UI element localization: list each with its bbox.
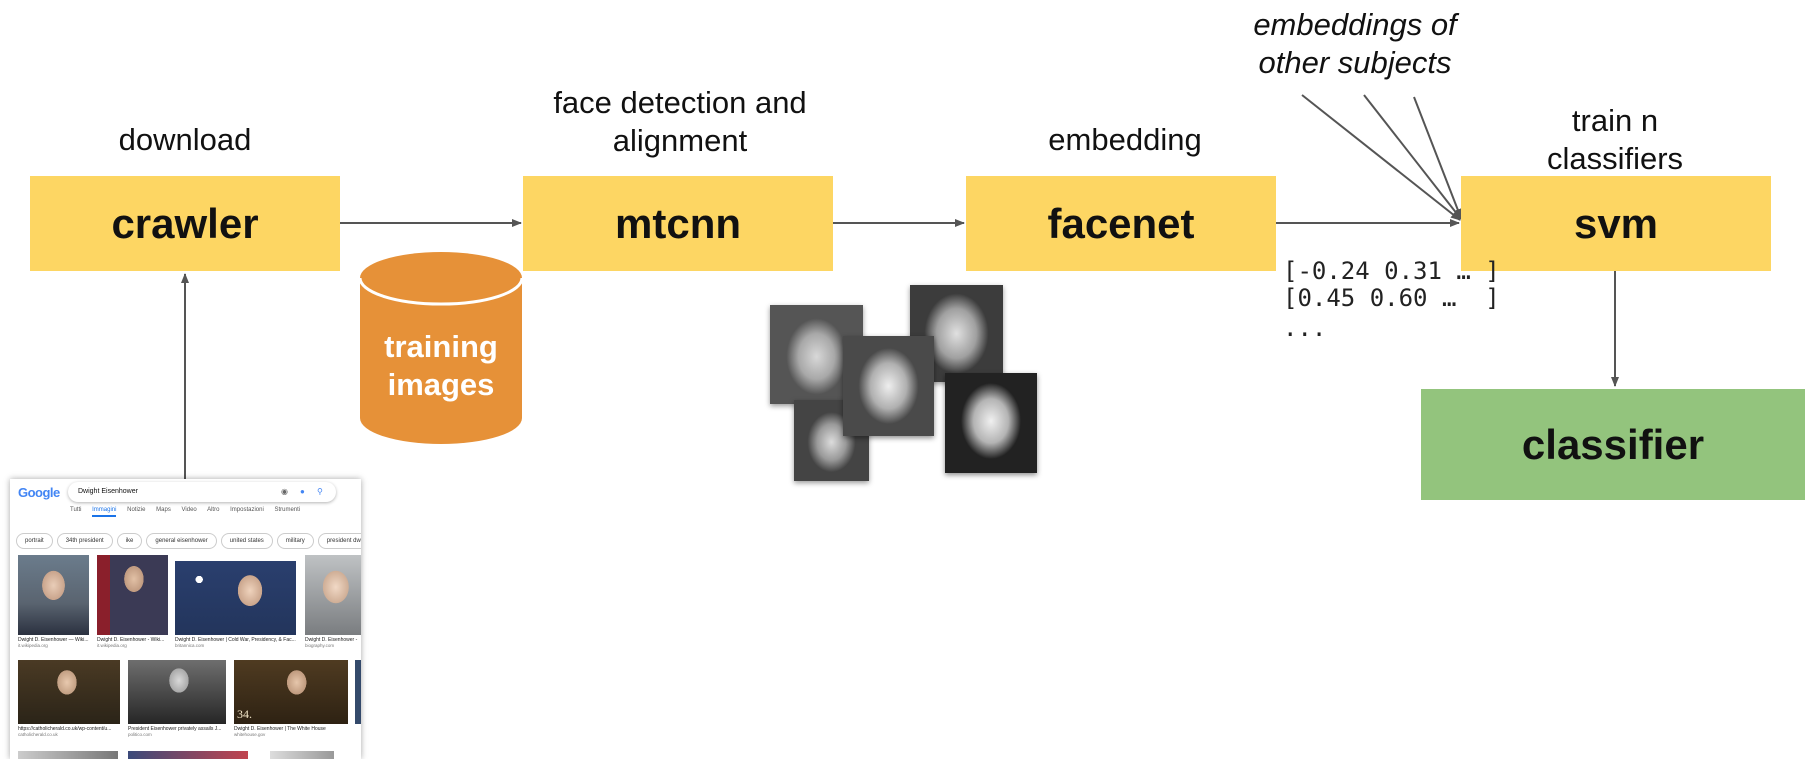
database-label-line1: training (384, 329, 498, 364)
facenet-box: facenet (966, 176, 1276, 271)
chip-portrait[interactable]: portrait (16, 533, 53, 549)
microphone-icon[interactable]: ● (300, 487, 305, 496)
camera-icon[interactable]: ◉ (281, 487, 288, 496)
tab-maps[interactable]: Maps (156, 507, 171, 513)
label-download: download (118, 122, 252, 157)
search-tabs: Tutti Immagini Notizie Maps Video Altro … (70, 507, 309, 517)
chip-34th-president[interactable]: 34th president (56, 533, 113, 549)
tab-impostazioni[interactable]: Impostazioni (230, 507, 264, 513)
photo-number: 34. (237, 707, 252, 721)
database-label-line2: images (387, 367, 495, 402)
arrow-other-embedding-1 (1301, 94, 1461, 221)
label-face-detection: face detection and alignment (520, 84, 840, 160)
classifier-box: classifier (1421, 389, 1805, 500)
label-face-detection-line2: alignment (612, 123, 748, 158)
arrow-other-embedding-3 (1413, 96, 1462, 219)
chip-ike[interactable]: ike (116, 533, 143, 549)
embedding-vector-1: [-0.24 0.31 … ] (1283, 257, 1500, 285)
result-image-1[interactable] (18, 555, 89, 635)
label-train-line2: classifiers (1546, 141, 1684, 176)
result-caption-5: https://catholicherald.co.uk/wp-content/… (18, 726, 112, 737)
result-caption-6: President Eisenhower privately assails J… (128, 726, 222, 737)
search-query: Dwight Eisenhower (78, 488, 138, 495)
result-image-11[interactable] (270, 751, 334, 759)
search-icon[interactable]: ⚲ (317, 487, 323, 496)
database-label: training images (360, 328, 522, 404)
tab-altro[interactable]: Altro (207, 507, 220, 513)
chip-united-states[interactable]: united states (220, 533, 273, 549)
training-images-database (358, 252, 524, 444)
google-images-screenshot: Google Dwight Eisenhower ◉ ● ⚲ Tutti Imm… (10, 479, 361, 759)
face-crop-4 (843, 336, 934, 436)
result-caption-1: Dwight D. Eisenhower — Wiki...it.wikiped… (18, 637, 89, 648)
result-image-6[interactable] (128, 660, 226, 724)
label-other-embeddings: embeddings of other subjects (1220, 6, 1490, 82)
crawler-box: crawler (30, 176, 340, 271)
face-crop-5 (945, 373, 1037, 473)
search-input[interactable]: Dwight Eisenhower ◉ ● ⚲ (68, 482, 336, 502)
google-logo-text: Google (18, 485, 60, 500)
tab-notizie[interactable]: Notizie (127, 507, 146, 513)
result-caption-3: Dwight D. Eisenhower | Cold War, Preside… (175, 637, 296, 648)
embedding-vector-2: [0.45 0.60 … ] (1283, 284, 1500, 312)
arrow-other-embedding-2 (1363, 94, 1462, 220)
label-train-classifiers: train n classifiers (1500, 102, 1730, 178)
result-caption-2: Dwight D. Eisenhower - Wiki...it.wikiped… (97, 637, 165, 648)
label-face-detection-line1: face detection and (553, 85, 807, 120)
label-embedding: embedding (1048, 122, 1202, 157)
tab-strumenti[interactable]: Strumenti (274, 507, 301, 513)
result-image-8[interactable] (355, 660, 361, 724)
tab-tutti[interactable]: Tutti (70, 507, 82, 513)
chip-military[interactable]: military (276, 533, 314, 549)
svm-box: svm (1461, 176, 1771, 271)
mtcnn-box: mtcnn (523, 176, 833, 271)
result-image-10[interactable] (128, 751, 248, 759)
label-other-embeddings-line2: other subjects (1258, 45, 1452, 80)
tab-immagini[interactable]: Immagini (92, 507, 117, 517)
google-logo: Google (18, 485, 60, 500)
result-image-7[interactable]: 34. (234, 660, 348, 724)
chip-president-dwight[interactable]: president dwight dav (317, 533, 361, 549)
result-image-3[interactable] (175, 561, 296, 635)
tab-video[interactable]: Video (181, 507, 197, 513)
label-train-line1: train n (1571, 103, 1659, 138)
result-image-2[interactable] (97, 555, 168, 635)
result-image-5[interactable] (18, 660, 120, 724)
result-image-4[interactable] (305, 555, 361, 635)
label-other-embeddings-line1: embeddings of (1253, 7, 1457, 42)
embedding-vector-ellipsis: ... (1283, 314, 1327, 342)
result-caption-4: Dwight D. Eisenhower -biography.com (305, 637, 358, 648)
chip-general-eisenhower[interactable]: general eisenhower (146, 533, 217, 549)
result-image-9[interactable] (18, 751, 118, 759)
